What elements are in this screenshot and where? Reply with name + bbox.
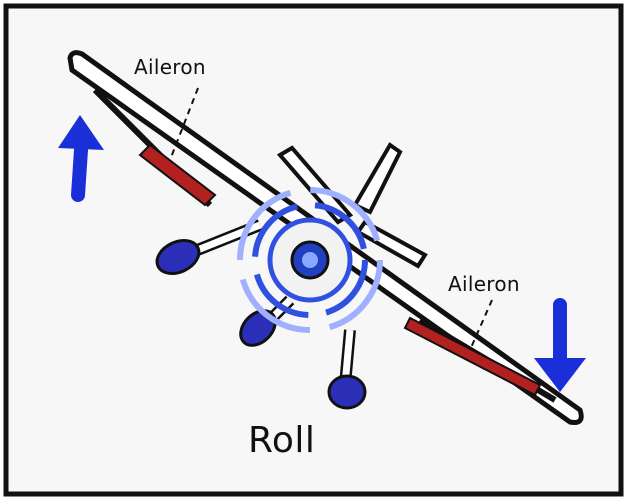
- leader-line-right: [469, 299, 493, 351]
- roll-caption: Roll: [248, 420, 316, 461]
- aileron-label-left: Aileron: [134, 55, 206, 79]
- center-wheel: [239, 309, 277, 347]
- tail-wheel: [327, 374, 367, 410]
- tailplane: [276, 142, 428, 269]
- arrow-down-icon: [534, 298, 586, 392]
- aileron-left: [138, 143, 217, 207]
- left-wheel: [155, 239, 201, 275]
- leader-line-left: [169, 87, 199, 161]
- aileron-right: [403, 316, 542, 397]
- aileron-label-right: Aileron: [448, 272, 520, 296]
- propeller-hub: [237, 187, 383, 333]
- arrow-up-icon: [58, 115, 104, 202]
